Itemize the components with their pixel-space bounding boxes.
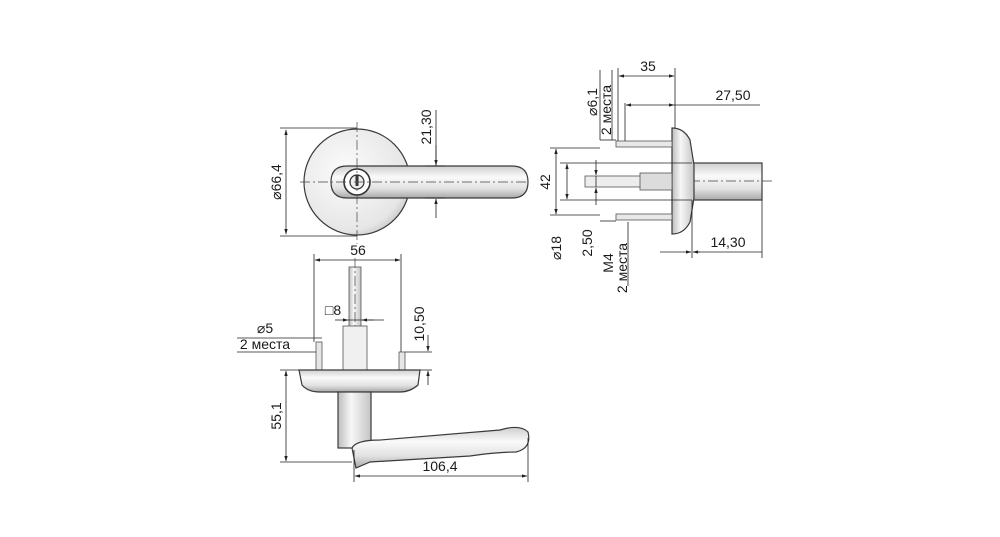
dim-2750: 27,50	[715, 87, 750, 103]
side-view: 35 27,50 ⌀6,1 2 места 42 ⌀18 2,50 M4 2 м…	[537, 58, 775, 293]
dim-35: 35	[640, 58, 656, 74]
dim-5: ⌀5	[257, 320, 273, 336]
dim-1430: 14,30	[710, 234, 745, 250]
top-lever	[351, 426, 530, 469]
dim-m4: M4	[600, 253, 616, 273]
dim-square-8: □8	[325, 302, 341, 318]
dim-6-1: ⌀6,1	[584, 88, 600, 116]
dim-56: 56	[350, 242, 366, 258]
dim-1050: 10,50	[411, 306, 427, 341]
dim-250: 2,50	[579, 229, 595, 256]
dim-5-note: 2 места	[240, 336, 290, 352]
dim-offset-2130: 21,30	[418, 109, 434, 144]
pin-upper	[615, 140, 673, 148]
top-neck	[337, 391, 372, 449]
front-view: ⌀66,4 21,30	[268, 109, 529, 244]
dim-42: 42	[537, 174, 553, 190]
dim-551: 55,1	[268, 402, 284, 429]
top-rosette	[298, 369, 421, 393]
rosette-profile	[671, 127, 695, 235]
dim-18: ⌀18	[548, 236, 564, 260]
dim-1064: 106,4	[422, 458, 457, 474]
pin-lower	[615, 213, 673, 221]
top-view: 56 □8 10,50 ⌀5 2 места 55,1 106,4	[237, 242, 530, 482]
dim-m4-note: 2 места	[614, 243, 630, 293]
dim-6-1-note: 2 места	[598, 85, 614, 135]
spindle-shaft	[691, 162, 763, 201]
dim-diameter-66: ⌀66,4	[268, 164, 284, 200]
